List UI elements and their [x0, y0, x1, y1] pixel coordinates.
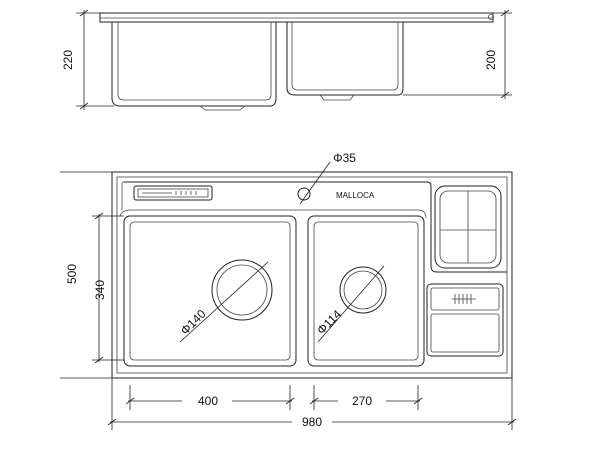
dim-side-height-right: 200: [484, 50, 498, 70]
left-drain: [211, 259, 273, 321]
dim-bowl-depth: 340: [93, 280, 107, 300]
brand-label: MALLOCA: [336, 191, 375, 200]
left-bowl: [123, 215, 297, 367]
tap-hole: [297, 187, 311, 201]
right-bowl: [307, 215, 425, 367]
dim-bowl-left-width: 400: [198, 394, 218, 408]
dim-bowl-right-width: 270: [352, 394, 372, 408]
dim-overall-depth: 500: [65, 264, 79, 284]
accessory-grid-icon: [452, 294, 476, 304]
accessory-box: [426, 283, 504, 357]
dim-side-height-left: 220: [61, 50, 75, 70]
side-view: 220 200: [61, 9, 512, 111]
utensil-slot: [133, 185, 213, 201]
basket-insert: [434, 185, 502, 269]
dim-drain-right: Φ114: [314, 307, 344, 337]
dim-tap-hole: Φ35: [333, 151, 356, 165]
side-view-rim: [99, 12, 494, 23]
side-view-left-bowl: [111, 22, 277, 107]
side-view-right-bowl: [286, 22, 404, 96]
dim-overall-width: 980: [302, 415, 322, 429]
top-view: Φ35 MALLOCA Φ140 Φ114: [60, 151, 517, 430]
sink-outline: [111, 171, 513, 379]
deck-surface: [124, 181, 507, 273]
dim-drain-left: Φ140: [178, 307, 209, 338]
right-drain: [339, 266, 387, 314]
